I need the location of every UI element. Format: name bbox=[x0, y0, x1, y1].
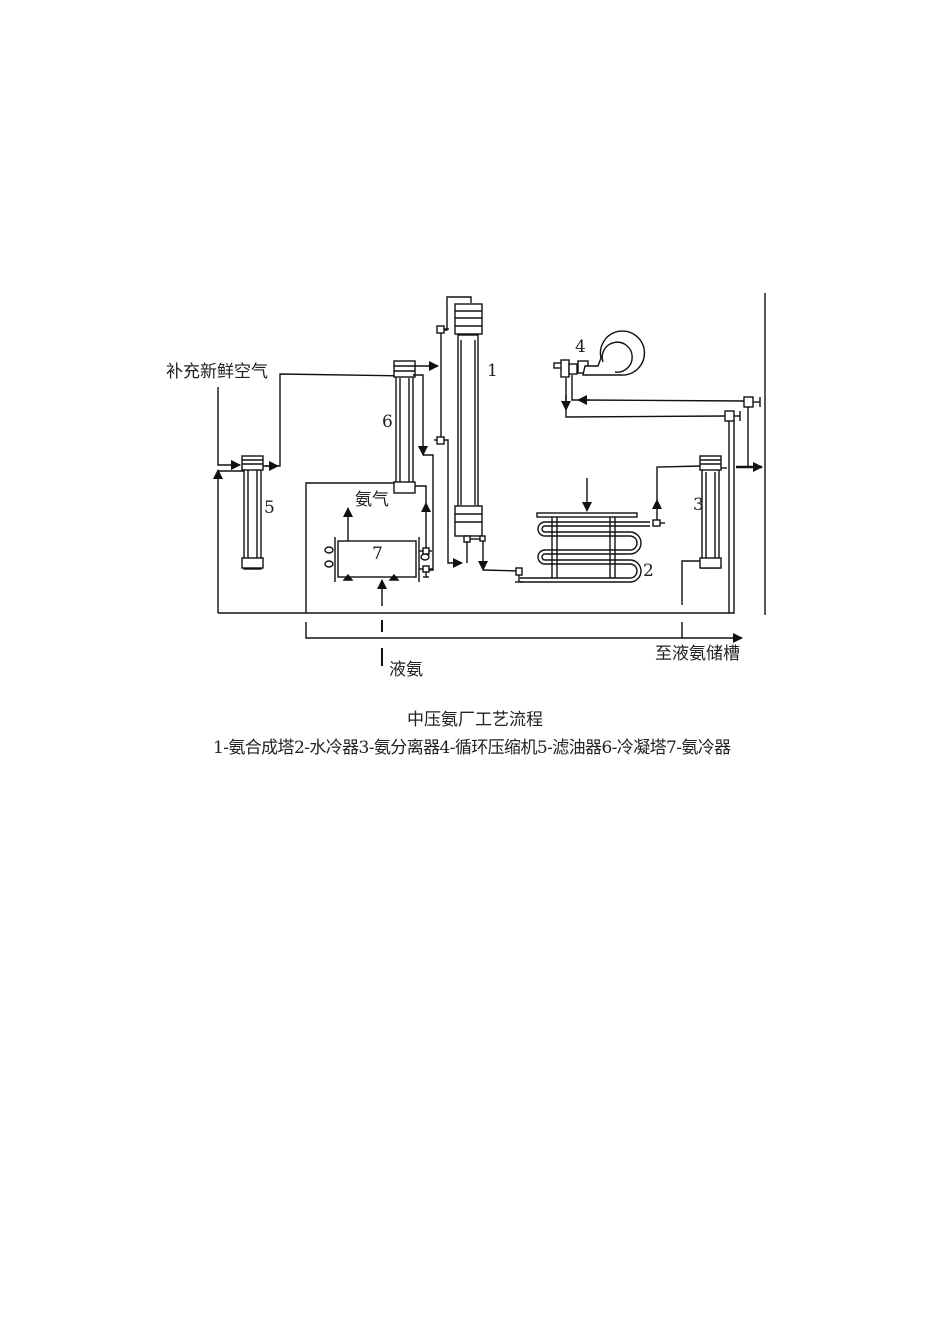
oil-filter-5 bbox=[241, 455, 264, 570]
fresh-air-label: 补充新鲜空气 bbox=[166, 362, 268, 382]
equipment-number-5: 5 bbox=[264, 498, 275, 518]
ammonia-cooler-7 bbox=[324, 537, 430, 582]
legend-item-5: 5-滤油器 bbox=[536, 738, 602, 758]
water-cooler-2 bbox=[520, 478, 650, 583]
equipment-number-2: 2 bbox=[643, 561, 654, 581]
condenser-tower-6 bbox=[393, 360, 416, 494]
legend-item-1: 1-氨合成塔 bbox=[213, 738, 295, 758]
legend-item-6: 6-冷凝塔 bbox=[601, 738, 666, 758]
equipment-number-1: 1 bbox=[487, 361, 498, 381]
legend-item-2: 2-水冷器 bbox=[293, 738, 359, 758]
to-storage-label: 至液氨储槽 bbox=[655, 644, 740, 664]
ammonia-gas-label: 氨气 bbox=[355, 490, 389, 510]
ammonia-separator-3 bbox=[699, 455, 722, 569]
circulating-compressor-4 bbox=[553, 330, 646, 378]
equipment-legend: 1-氨合成塔2-水冷器3-氨分离器4-循环压缩机5-滤油器6-冷凝塔7-氨冷器 bbox=[213, 733, 731, 758]
equipment-number-7: 7 bbox=[372, 544, 383, 564]
legend-item-7: 7-氨冷器 bbox=[666, 738, 731, 758]
equipment-number-3: 3 bbox=[693, 495, 704, 515]
legend-item-3: 3-氨分离器 bbox=[358, 738, 441, 758]
legend-item-4: 4-循环压缩机 bbox=[439, 738, 538, 758]
synthesis-tower-1 bbox=[454, 303, 483, 543]
equipment-number-6: 6 bbox=[382, 412, 393, 432]
equipment-number-4: 4 bbox=[575, 337, 586, 357]
liquid-ammonia-label: 液氨 bbox=[389, 660, 423, 680]
diagram-title: 中压氨厂工艺流程 bbox=[407, 710, 543, 730]
